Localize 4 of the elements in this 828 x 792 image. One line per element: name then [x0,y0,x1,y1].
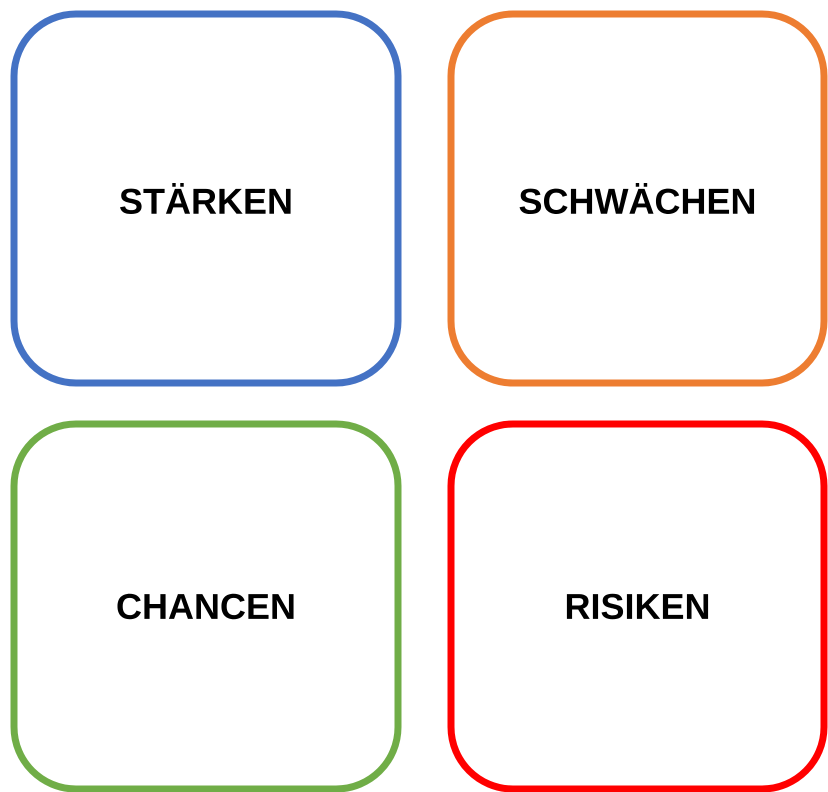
rounded-box: CHANCEN [10,420,402,792]
rounded-box: SCHWÄCHEN [448,10,828,386]
rounded-box: RISIKEN [448,420,828,792]
rounded-box: STÄRKEN [10,10,402,386]
